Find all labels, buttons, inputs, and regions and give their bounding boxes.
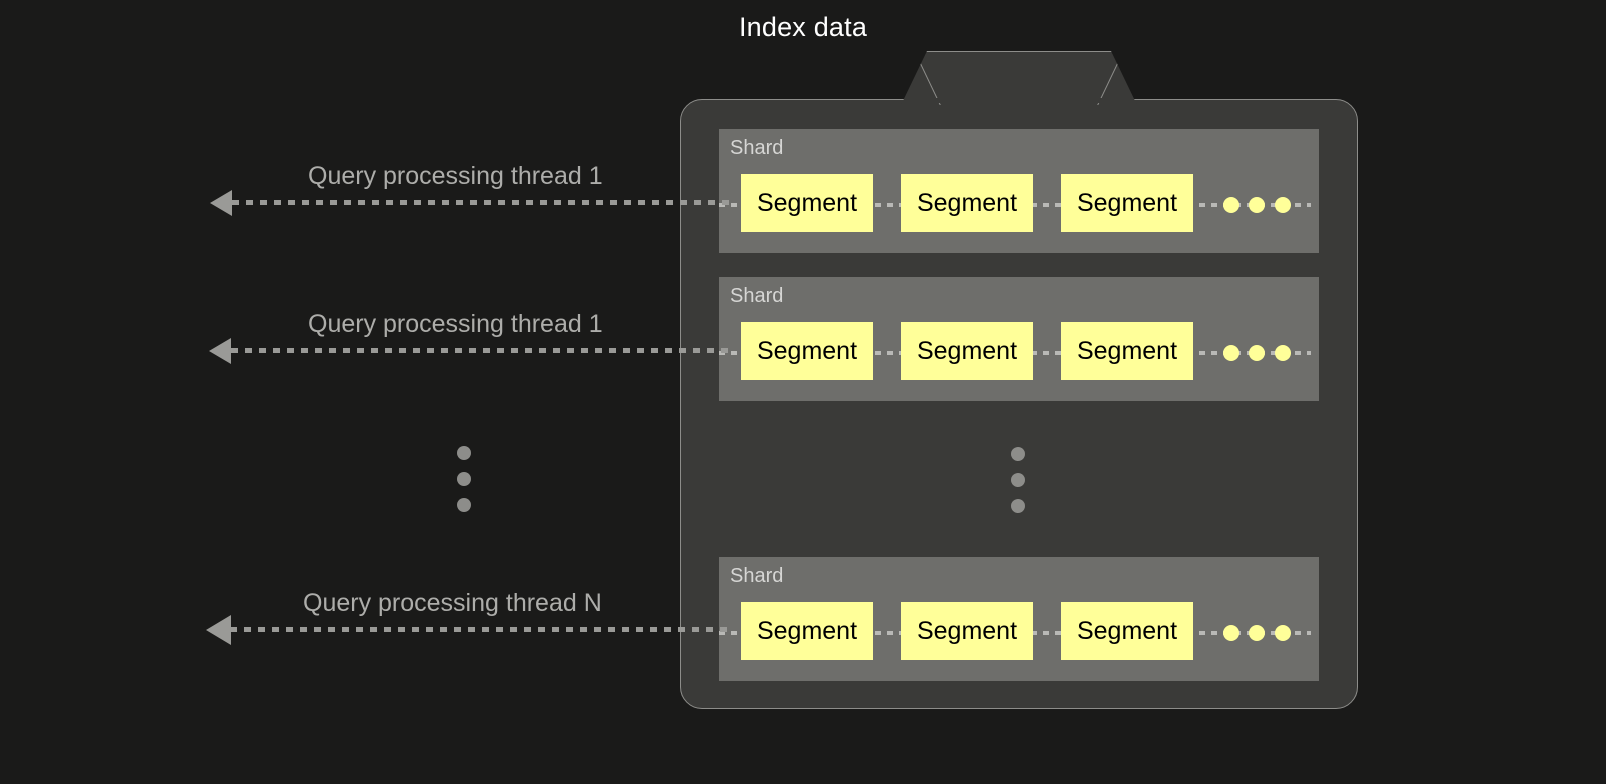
arrow-left-icon: [206, 615, 231, 645]
shard-row: Shard Segment Segment Segment: [719, 277, 1319, 401]
segment-box: Segment: [741, 602, 873, 660]
segment-box: Segment: [901, 322, 1033, 380]
segment-box: Segment: [901, 602, 1033, 660]
arrow-left-icon: [209, 338, 231, 364]
shard-vertical-ellipsis-icon: [1011, 447, 1027, 525]
tab-panel-seam: [915, 98, 1123, 103]
more-segments-dots-icon: [1223, 622, 1295, 644]
query-thread-vertical-ellipsis-icon: [457, 446, 473, 524]
more-segments-dots-icon: [1223, 194, 1295, 216]
query-thread-dotted-line: [230, 627, 730, 632]
segment-box: Segment: [741, 174, 873, 232]
shard-label: Shard: [730, 565, 784, 587]
shard-label: Shard: [730, 137, 784, 159]
shard-label: Shard: [730, 285, 784, 307]
more-segments-dots-icon: [1223, 342, 1295, 364]
arrow-left-icon: [210, 190, 232, 216]
query-thread-dotted-line: [231, 348, 729, 353]
query-thread-label: Query processing thread N: [303, 589, 602, 617]
segment-box: Segment: [741, 322, 873, 380]
shard-row: Shard Segment Segment Segment: [719, 129, 1319, 253]
query-thread-label: Query processing thread 1: [308, 310, 603, 338]
query-thread-label: Query processing thread 1: [308, 162, 603, 190]
segment-box: Segment: [901, 174, 1033, 232]
index-data-tab-label: Index data: [738, 12, 868, 42]
segment-box: Segment: [1061, 174, 1193, 232]
shard-row: Shard Segment Segment Segment: [719, 557, 1319, 681]
segment-box: Segment: [1061, 322, 1193, 380]
query-thread-dotted-line: [232, 200, 729, 205]
index-data-panel: Shard Segment Segment Segment Shard Segm…: [680, 99, 1358, 709]
segment-box: Segment: [1061, 602, 1193, 660]
index-data-tab: [901, 51, 1137, 105]
